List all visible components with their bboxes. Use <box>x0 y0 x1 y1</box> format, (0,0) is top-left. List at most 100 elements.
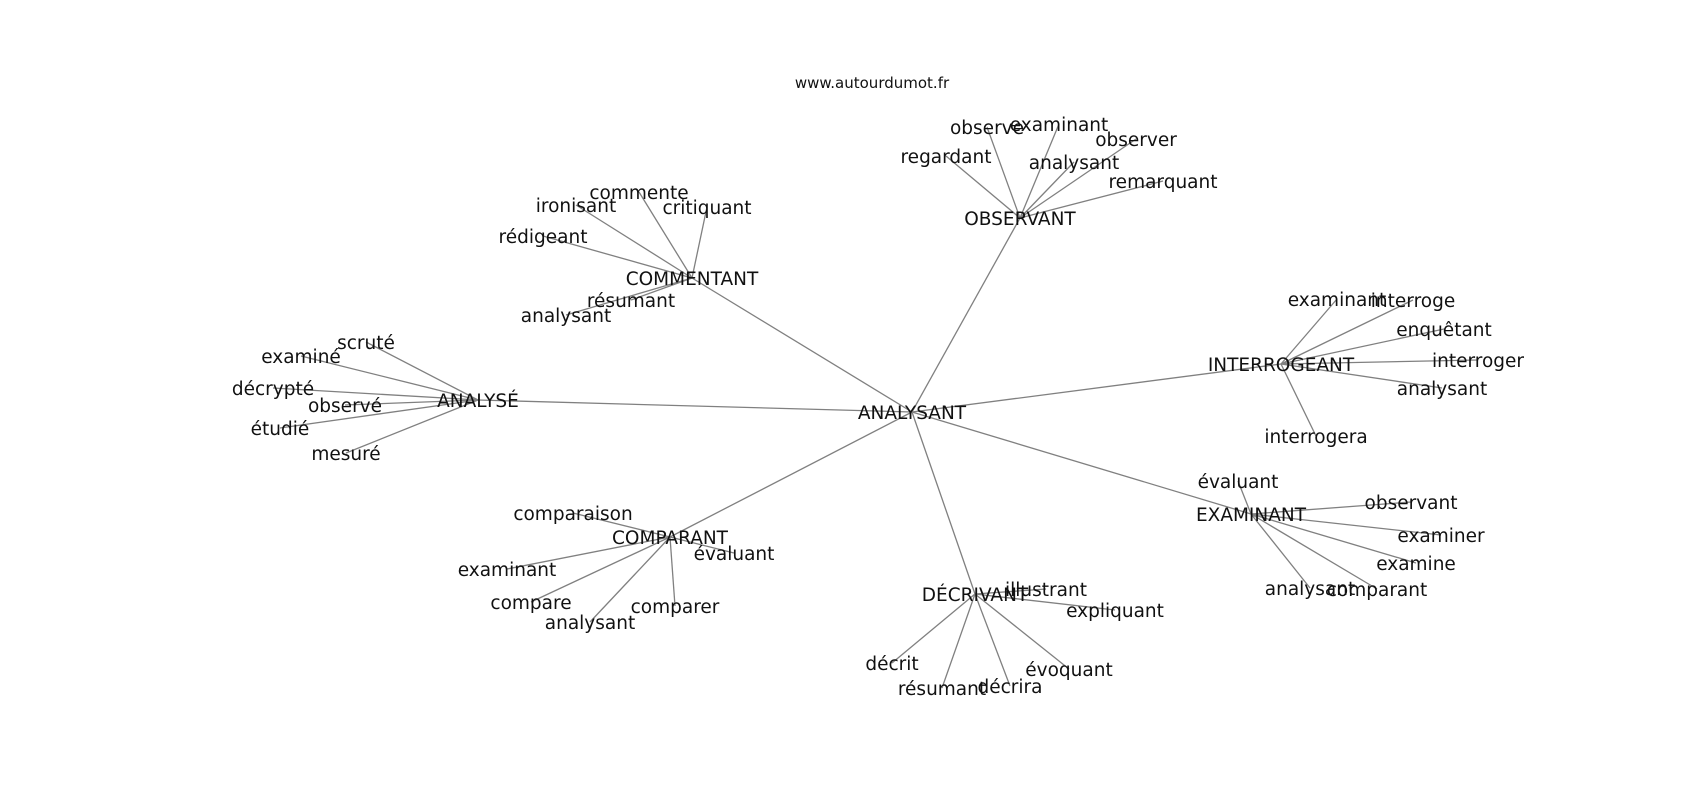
word-node: interroge <box>1371 291 1455 312</box>
word-node: rédigeant <box>499 227 588 248</box>
word-node: interroger <box>1432 351 1524 372</box>
word-node: résumant <box>898 679 986 700</box>
edge-hub-to-word <box>974 593 1070 670</box>
edge-hub-to-word <box>344 399 479 406</box>
edge-hub-to-word <box>1280 328 1445 365</box>
word-node: analysant <box>1265 579 1355 600</box>
word-node: résumant <box>587 291 675 312</box>
hub-node: EXAMINANT <box>1196 505 1307 526</box>
word-node: évoquant <box>1025 660 1112 681</box>
word-node: analysant <box>545 613 635 634</box>
word-node: évaluant <box>694 544 775 565</box>
edge-hub-to-word <box>691 206 708 279</box>
edge-hub-to-word <box>1280 299 1414 365</box>
edge-hub-to-word <box>575 204 693 279</box>
edge-root-to-hub <box>669 411 913 538</box>
hub-node: COMMENTANT <box>626 269 759 290</box>
word-node: examiner <box>1397 526 1485 547</box>
edge-hub-to-word <box>589 536 671 623</box>
word-node: scruté <box>337 333 395 354</box>
word-node: compare <box>490 593 571 614</box>
edge-hub-to-word <box>572 512 671 538</box>
word-node: comparaison <box>513 504 632 525</box>
edge-hub-to-word <box>530 536 671 603</box>
word-node: ironisant <box>536 196 616 217</box>
hub-node: ANALYSÉ <box>437 390 519 412</box>
word-node: regardant <box>900 147 991 168</box>
edge-root-to-hub <box>477 399 913 413</box>
edge-hub-to-word <box>1280 363 1317 437</box>
edge-hub-to-word <box>1280 363 1443 389</box>
word-node: analysant <box>521 306 611 327</box>
edge-hub-to-word <box>300 355 479 401</box>
edge-hub-to-word <box>272 387 479 401</box>
word-node: étudié <box>251 419 310 440</box>
word-node: remarquant <box>1108 172 1217 193</box>
edge-hub-to-word <box>986 126 1021 219</box>
edge-hub-to-word <box>1250 513 1311 589</box>
site-title: www.autourdumot.fr <box>795 74 950 92</box>
edge-hub-to-word <box>974 593 1011 687</box>
edge-hub-to-word <box>941 593 976 689</box>
word-node: évaluant <box>1198 472 1279 493</box>
edge-hub-to-word <box>1250 513 1417 564</box>
hub-node: COMPARANT <box>612 528 729 549</box>
edge-hub-to-word <box>974 593 1116 611</box>
word-node: interrogera <box>1264 427 1367 448</box>
edge-hub-to-word <box>630 277 693 301</box>
root-node: ANALYSANT <box>858 403 967 424</box>
edge-root-to-hub <box>691 277 913 413</box>
word-node: illustrant <box>1005 580 1087 601</box>
word-node: examinant <box>1010 115 1109 136</box>
word-node: examine <box>1376 554 1456 575</box>
edge-hub-to-word <box>1250 513 1378 590</box>
edge-hub-to-word <box>638 191 693 279</box>
edge-hub-to-word <box>365 341 479 401</box>
word-node: observé <box>308 396 382 417</box>
hub-node: INTERROGEANT <box>1208 355 1355 376</box>
hub-node: DÉCRIVANT <box>922 584 1029 606</box>
edge-hub-to-word <box>974 588 1047 595</box>
labels-layer: ANALYSANTOBSERVANTobserveexaminantobserv… <box>232 115 1525 700</box>
edge-hub-to-word <box>669 536 676 607</box>
word-node: décrit <box>865 654 918 675</box>
edge-hub-to-word <box>669 536 735 554</box>
word-node: observe <box>950 118 1024 139</box>
edge-hub-to-word <box>1019 138 1137 219</box>
edges-layer <box>272 123 1479 689</box>
edge-hub-to-word <box>1237 480 1252 515</box>
edge-hub-to-word <box>506 536 671 570</box>
edge-hub-to-word <box>565 277 693 316</box>
word-node: critiquant <box>662 198 751 219</box>
word-node: examiné <box>261 347 341 368</box>
hub-node: OBSERVANT <box>964 209 1076 230</box>
word-node: expliquant <box>1066 601 1164 622</box>
edge-root-to-hub <box>911 411 976 595</box>
edge-hub-to-word <box>1019 161 1075 219</box>
edge-hub-to-word <box>945 155 1021 219</box>
word-node: observer <box>1095 130 1177 151</box>
word-node: examinant <box>458 560 557 581</box>
edge-hub-to-word <box>891 593 976 664</box>
word-node: comparer <box>631 597 720 618</box>
edge-hub-to-word <box>1280 298 1338 365</box>
word-node: décrypté <box>232 379 314 400</box>
edge-hub-to-word <box>1280 359 1479 365</box>
word-node: enquêtant <box>1396 320 1492 341</box>
edge-root-to-hub <box>911 411 1252 515</box>
word-node: comparant <box>1327 580 1428 601</box>
edge-hub-to-word <box>1250 501 1412 515</box>
edge-hub-to-word <box>279 399 479 429</box>
edge-root-to-hub <box>911 217 1021 413</box>
word-node: analysant <box>1029 153 1119 174</box>
word-node: décrira <box>978 677 1043 698</box>
word-node: commente <box>589 183 688 204</box>
edge-hub-to-word <box>345 399 479 454</box>
edge-hub-to-word <box>542 235 693 279</box>
word-node: mesuré <box>311 444 380 465</box>
edge-hub-to-word <box>1250 513 1442 536</box>
word-node: observant <box>1365 493 1458 514</box>
word-node: analysant <box>1397 379 1487 400</box>
edge-hub-to-word <box>1019 180 1164 219</box>
